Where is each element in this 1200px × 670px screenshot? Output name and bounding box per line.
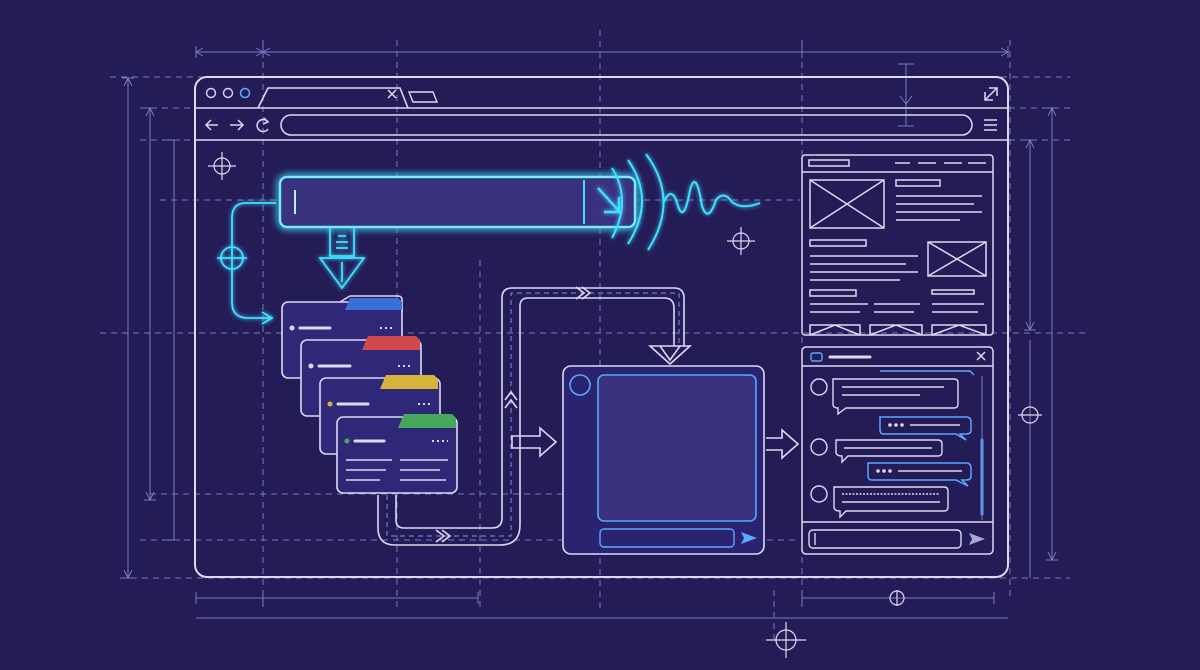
down-arrow-icon — [318, 228, 366, 290]
send-icon[interactable] — [969, 533, 985, 545]
folder-card-green[interactable] — [336, 414, 458, 494]
crosshair-icon — [727, 227, 755, 255]
send-icon[interactable] — [741, 532, 757, 544]
browser-window — [194, 76, 1009, 578]
back-arrow-icon[interactable] — [204, 119, 218, 131]
composer-to-chat-arrow — [766, 428, 800, 460]
chat-message-left — [810, 378, 959, 416]
forward-arrow-icon[interactable] — [230, 119, 245, 131]
page-preview-panel — [801, 154, 994, 336]
arrow-down-right-icon[interactable] — [597, 187, 621, 214]
expand-icon[interactable] — [984, 87, 998, 101]
folder-stack — [281, 295, 458, 494]
avatar-icon — [810, 485, 828, 503]
window-dot-icon[interactable] — [205, 87, 217, 99]
chat-message-right — [867, 462, 972, 487]
avatar-icon — [569, 374, 591, 396]
chat-input[interactable] — [808, 529, 962, 549]
window-dot-icon[interactable] — [222, 87, 234, 99]
crosshair-icon — [1018, 406, 1042, 424]
crosshair-icon — [889, 590, 905, 606]
flow-pipe — [377, 286, 693, 546]
chat-panel — [801, 346, 994, 555]
search-to-folders-connector — [217, 202, 276, 325]
avatar-icon — [810, 438, 828, 456]
signal-wave-icon — [611, 153, 761, 251]
chat-message-right — [879, 416, 972, 441]
chat-message-left — [810, 438, 943, 464]
search-bar[interactable] — [278, 175, 637, 229]
window-dot-icon[interactable] — [239, 87, 251, 99]
crosshair-icon — [766, 622, 806, 658]
new-tab-button[interactable] — [407, 91, 439, 103]
content-canvas[interactable] — [597, 374, 757, 522]
avatar-icon — [810, 378, 828, 396]
image-placeholder-icon — [927, 241, 987, 277]
composer-input[interactable] — [599, 528, 735, 548]
reload-icon[interactable] — [256, 117, 270, 133]
chat-message-left — [810, 485, 949, 519]
image-placeholder-icon — [809, 179, 885, 229]
browser-tab[interactable] — [257, 87, 409, 109]
close-icon[interactable] — [387, 89, 397, 99]
composer-panel — [562, 365, 765, 555]
hamburger-menu-icon[interactable] — [984, 119, 997, 131]
close-icon[interactable] — [976, 351, 986, 361]
address-bar[interactable] — [280, 114, 973, 136]
crosshair-icon — [208, 152, 236, 180]
